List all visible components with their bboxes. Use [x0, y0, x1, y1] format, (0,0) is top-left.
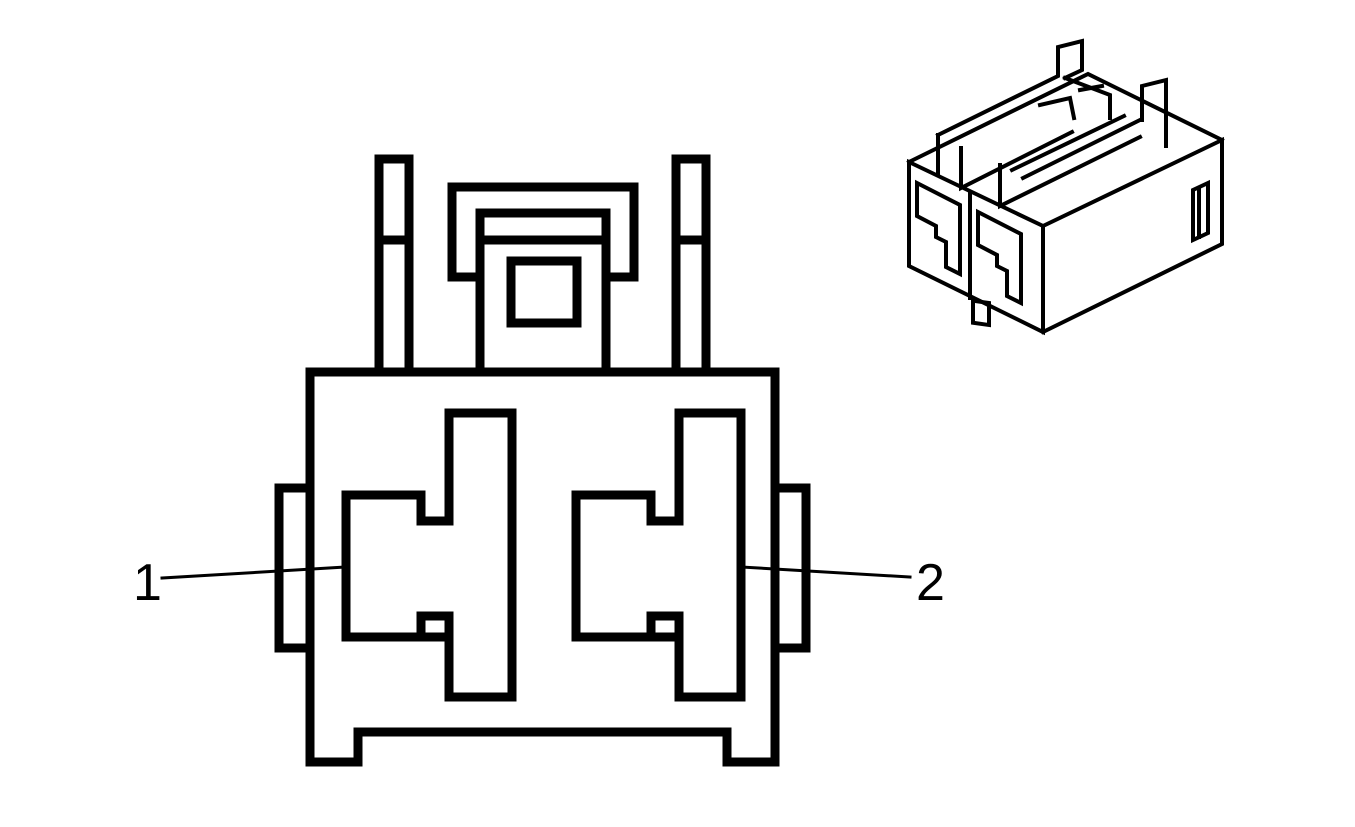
iso-cavity-2 [976, 208, 1023, 307]
iso-latch-left [935, 38, 1084, 175]
pin-2-leader [739, 565, 912, 579]
latch-inner-frame [475, 208, 611, 282]
terminal-cavity-2 [571, 408, 746, 702]
pin-1-leader [160, 565, 348, 580]
latch-frame [447, 182, 639, 377]
right-side-rib [770, 483, 811, 653]
pin-1-label: 1 [133, 554, 162, 612]
iso-side-face [1040, 136, 1224, 335]
terminal-cavity-2-inner [646, 611, 684, 642]
left-lock-tab [374, 154, 414, 377]
iso-cavity-1 [915, 179, 962, 278]
pin-2-label: 2 [916, 554, 945, 612]
iso-top-rails [959, 75, 1143, 210]
right-lock-tab [671, 154, 711, 377]
iso-latch-right [1140, 77, 1168, 148]
pin-leaders [160, 565, 912, 580]
terminal-cavity-1 [341, 408, 517, 702]
latch-window [506, 256, 582, 328]
terminal-cavity-1-inner [416, 490, 454, 642]
left-side-rib [274, 483, 315, 653]
connector-isometric-view [906, 38, 1225, 336]
housing-outline [305, 367, 780, 767]
connector-face-view [274, 154, 811, 767]
iso-top-window [971, 298, 991, 328]
iso-side-rib [1191, 179, 1210, 244]
iso-top-face [906, 71, 1225, 165]
